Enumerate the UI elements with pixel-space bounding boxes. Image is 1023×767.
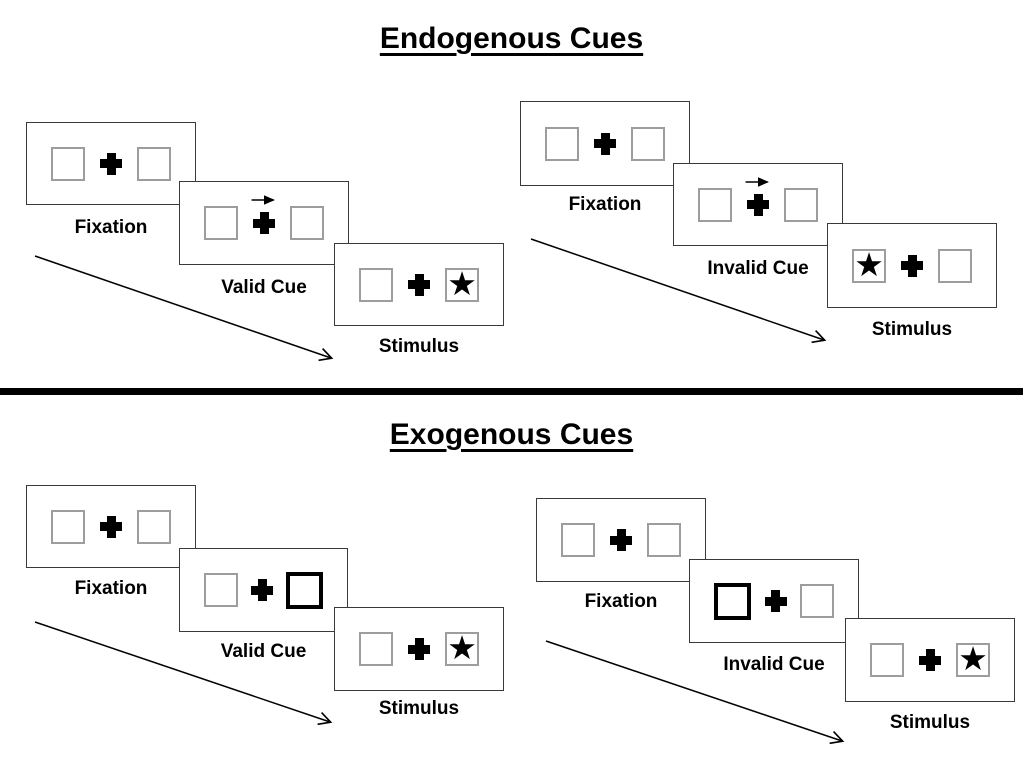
fixation-cross-icon bbox=[408, 273, 430, 296]
star-icon: ★ bbox=[447, 628, 477, 667]
fixation-cross-icon bbox=[100, 152, 122, 175]
left-box bbox=[545, 126, 579, 161]
section-divider bbox=[0, 388, 1023, 395]
right-box bbox=[647, 523, 681, 557]
left-box bbox=[204, 206, 238, 240]
sequence-arrow bbox=[34, 255, 334, 362]
fixation-cross-icon bbox=[594, 132, 616, 155]
fixation-cross-icon bbox=[901, 254, 923, 277]
right-arrow-icon bbox=[251, 195, 275, 205]
endo-invalid-fixation-panel bbox=[520, 101, 690, 186]
panel-label: Fixation bbox=[74, 578, 148, 599]
panel-label: Valid Cue bbox=[221, 277, 307, 298]
section-title-endogenous: Endogenous Cues bbox=[379, 22, 644, 55]
right-box: ★ bbox=[445, 263, 479, 303]
right-box bbox=[784, 187, 818, 222]
exo-invalid-fixation-panel bbox=[536, 498, 706, 582]
left-box bbox=[870, 643, 904, 677]
right-box: ★ bbox=[956, 639, 990, 678]
panel-label: Stimulus bbox=[889, 712, 971, 733]
endo-valid-cue-panel bbox=[179, 181, 349, 265]
panel-label: Fixation bbox=[74, 217, 148, 238]
panel-label: Valid Cue bbox=[220, 641, 307, 662]
panel-label: Stimulus bbox=[378, 698, 460, 719]
panel-label: Stimulus bbox=[871, 319, 953, 340]
fixation-cross-icon bbox=[100, 515, 122, 538]
star-icon: ★ bbox=[854, 244, 884, 284]
fixation-cross-icon bbox=[919, 649, 941, 671]
exo-invalid-cue-panel bbox=[689, 559, 859, 643]
cue-box-highlighted bbox=[286, 571, 323, 609]
left-box bbox=[204, 573, 238, 607]
sequence-arrow bbox=[34, 621, 333, 726]
right-box bbox=[137, 146, 171, 181]
endo-valid-stimulus-panel: ★ bbox=[334, 243, 504, 326]
section-title-exogenous: Exogenous Cues bbox=[389, 418, 634, 451]
right-box bbox=[800, 584, 834, 618]
left-box bbox=[561, 523, 595, 557]
right-arrow-icon bbox=[745, 177, 769, 187]
right-box bbox=[290, 206, 324, 240]
star-icon: ★ bbox=[958, 639, 988, 678]
panel-label: Fixation bbox=[584, 591, 658, 612]
exo-valid-fixation-panel bbox=[26, 485, 196, 568]
panel-label: Stimulus bbox=[378, 336, 460, 357]
endo-invalid-cue-panel bbox=[673, 163, 843, 246]
left-box bbox=[51, 146, 85, 181]
exo-valid-stimulus-panel: ★ bbox=[334, 607, 504, 691]
panel-label: Fixation bbox=[568, 194, 642, 215]
exo-invalid-stimulus-panel: ★ bbox=[845, 618, 1015, 702]
sequence-arrow bbox=[545, 640, 845, 745]
right-box bbox=[137, 509, 171, 544]
endo-invalid-stimulus-panel: ★ bbox=[827, 223, 997, 308]
left-box: ★ bbox=[852, 244, 886, 284]
fixation-cross-icon bbox=[251, 579, 273, 601]
fixation-cross-icon bbox=[408, 638, 430, 660]
cue-box-highlighted bbox=[714, 582, 751, 620]
fixation-cross-icon bbox=[764, 590, 787, 612]
star-icon: ★ bbox=[447, 263, 477, 303]
fixation-cross-icon bbox=[747, 193, 769, 216]
left-box bbox=[51, 509, 85, 544]
left-box bbox=[359, 632, 393, 666]
fixation-cross-icon bbox=[610, 529, 632, 551]
right-box bbox=[938, 248, 972, 283]
right-box: ★ bbox=[445, 628, 479, 667]
panel-label: Invalid Cue bbox=[723, 654, 825, 675]
sequence-arrow bbox=[530, 238, 827, 344]
right-box bbox=[631, 126, 665, 161]
endo-valid-fixation-panel bbox=[26, 122, 196, 205]
exo-valid-cue-panel bbox=[179, 548, 348, 632]
panel-label: Invalid Cue bbox=[707, 258, 809, 279]
left-box bbox=[698, 187, 732, 222]
fixation-cross-icon bbox=[253, 212, 275, 234]
left-box bbox=[359, 267, 393, 302]
